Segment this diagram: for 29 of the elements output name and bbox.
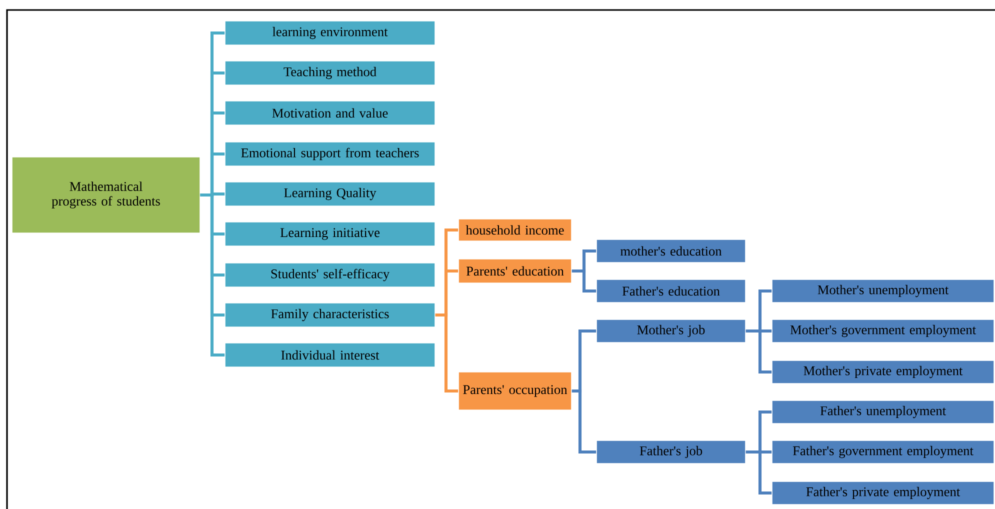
factor-box: Family characteristics — [224, 302, 436, 328]
factor-box: Parents' occupation — [458, 372, 572, 410]
factor-box: Father's job — [596, 440, 746, 464]
factor-box: Mother's unemployment — [772, 279, 994, 303]
factor-box: Students' self-efficacy — [224, 262, 436, 288]
bracket-connector — [572, 269, 596, 293]
factor-box: Father's education — [596, 279, 746, 303]
factor-box: Mother's job — [596, 319, 746, 343]
factor-box: mother's education — [596, 239, 746, 263]
factor-box: learning environment — [224, 20, 436, 46]
factor-box: Individual interest — [224, 342, 436, 368]
bracket-connector — [746, 450, 772, 495]
factor-box: household income — [458, 218, 572, 242]
bracket-connector — [572, 389, 596, 454]
root-box: Mathematical progress of students — [12, 156, 200, 234]
factor-box: Teaching method — [224, 60, 436, 86]
bracket-connector — [746, 329, 772, 374]
factor-box: Father's government employment — [772, 440, 994, 464]
factor-box: Father's unemployment — [772, 400, 994, 424]
factor-box: Learning Quality — [224, 182, 436, 206]
factor-box: Learning initiative — [224, 222, 436, 246]
factor-box: Mother's private employment — [772, 360, 994, 384]
factor-box: Parents' education — [458, 258, 572, 284]
bracket-connector — [435, 313, 458, 393]
bracket-connector — [200, 193, 225, 357]
factor-box: Emotional support from teachers — [224, 142, 436, 166]
factor-box: Father's private employment — [772, 481, 994, 505]
factor-box: Mother's government employment — [772, 319, 994, 343]
factor-box: Motivation and value — [224, 100, 436, 126]
